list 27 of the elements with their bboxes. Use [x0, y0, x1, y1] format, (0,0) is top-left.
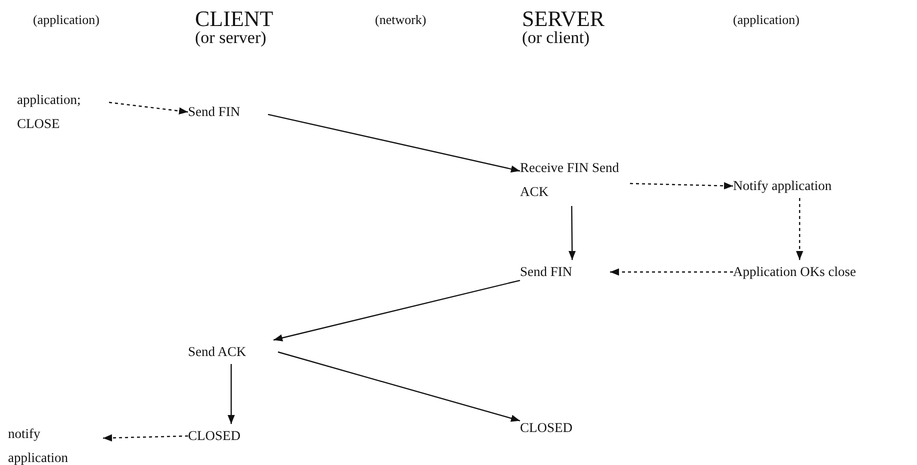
arrow	[278, 351, 520, 422]
dashed-arrow	[610, 268, 733, 276]
step-label: Application OKs close	[733, 260, 913, 284]
column-heading: CLIENT	[195, 6, 274, 31]
column-subheading: (application)	[733, 12, 800, 28]
dashed-arrow	[102, 434, 188, 442]
dashed-arrow	[630, 182, 734, 190]
step-label: application; CLOSE	[17, 88, 109, 136]
step-label: CLOSED	[520, 416, 600, 440]
step-label: notify application	[8, 422, 103, 465]
step-label: Send FIN	[188, 100, 268, 124]
column-subheading: (application)	[33, 12, 100, 28]
step-label: Send FIN	[520, 260, 610, 284]
arrow	[273, 280, 520, 342]
step-label: CLOSED	[188, 424, 268, 448]
arrow	[568, 206, 576, 260]
step-label: Receive FIN Send ACK	[520, 156, 630, 206]
arrow	[268, 114, 520, 173]
column-heading: SERVER	[522, 6, 605, 31]
dashed-arrow	[796, 198, 804, 260]
dashed-arrow	[108, 102, 188, 114]
column-subheading: (or client)	[522, 28, 590, 48]
step-label: Notify application	[733, 174, 888, 198]
column-subheading: (or server)	[195, 28, 266, 48]
step-label: Send ACK	[188, 340, 278, 364]
column-subheading: (network)	[375, 12, 426, 28]
arrow	[228, 364, 235, 424]
